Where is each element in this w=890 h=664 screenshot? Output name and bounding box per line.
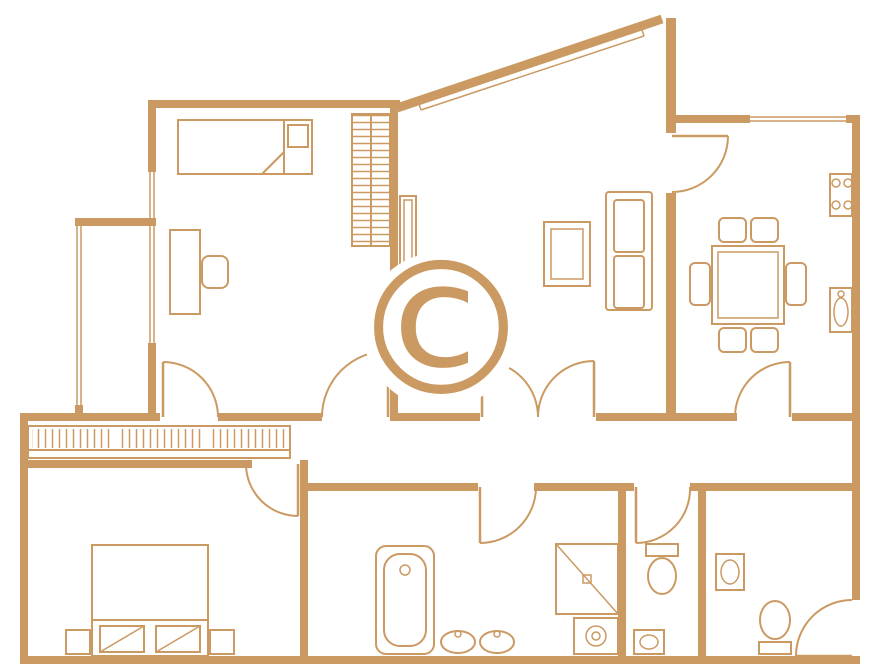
wc-sink [633,629,665,655]
door-arc-living-double-right [537,360,596,418]
door-arc-kitchen-corridor [734,361,792,418]
wardrobe-bedroom1 [351,113,391,247]
window-kitchen [750,116,846,122]
dining-table [711,245,785,325]
window-bedroom1-left [149,172,155,343]
nightstand-left [65,629,91,655]
washing-machine [573,617,619,655]
hall-wardrobe [27,425,291,459]
furniture [27,113,853,657]
bathtub [375,545,435,655]
entry-fixture [715,553,745,591]
desk [169,229,229,315]
door-arc-bedroom2 [245,463,300,517]
stove [829,173,853,217]
copyright-watermark: © [349,222,534,438]
bed-double [91,544,209,657]
door-arc-entry [795,599,853,658]
door-arc-kitchen-living [671,134,729,193]
tv-cabinet [543,221,591,287]
toilet-wc [645,543,679,595]
walls [20,14,860,664]
door-arc-bedroom1-left [161,361,219,418]
bed-single [177,119,313,175]
windows [76,26,846,405]
dining-chairs [689,217,807,353]
shower [555,543,619,615]
door-arc-bathroom [478,486,537,544]
toilet-entry [758,600,792,655]
window-balcony [76,226,82,405]
window-diagonal [417,26,645,111]
sofa [605,191,653,311]
nightstand-right [209,629,235,655]
copyright-symbol: © [349,222,534,438]
door-arc-wc [634,486,692,544]
kitchen-sink [829,287,853,333]
twin-sinks [440,630,515,654]
